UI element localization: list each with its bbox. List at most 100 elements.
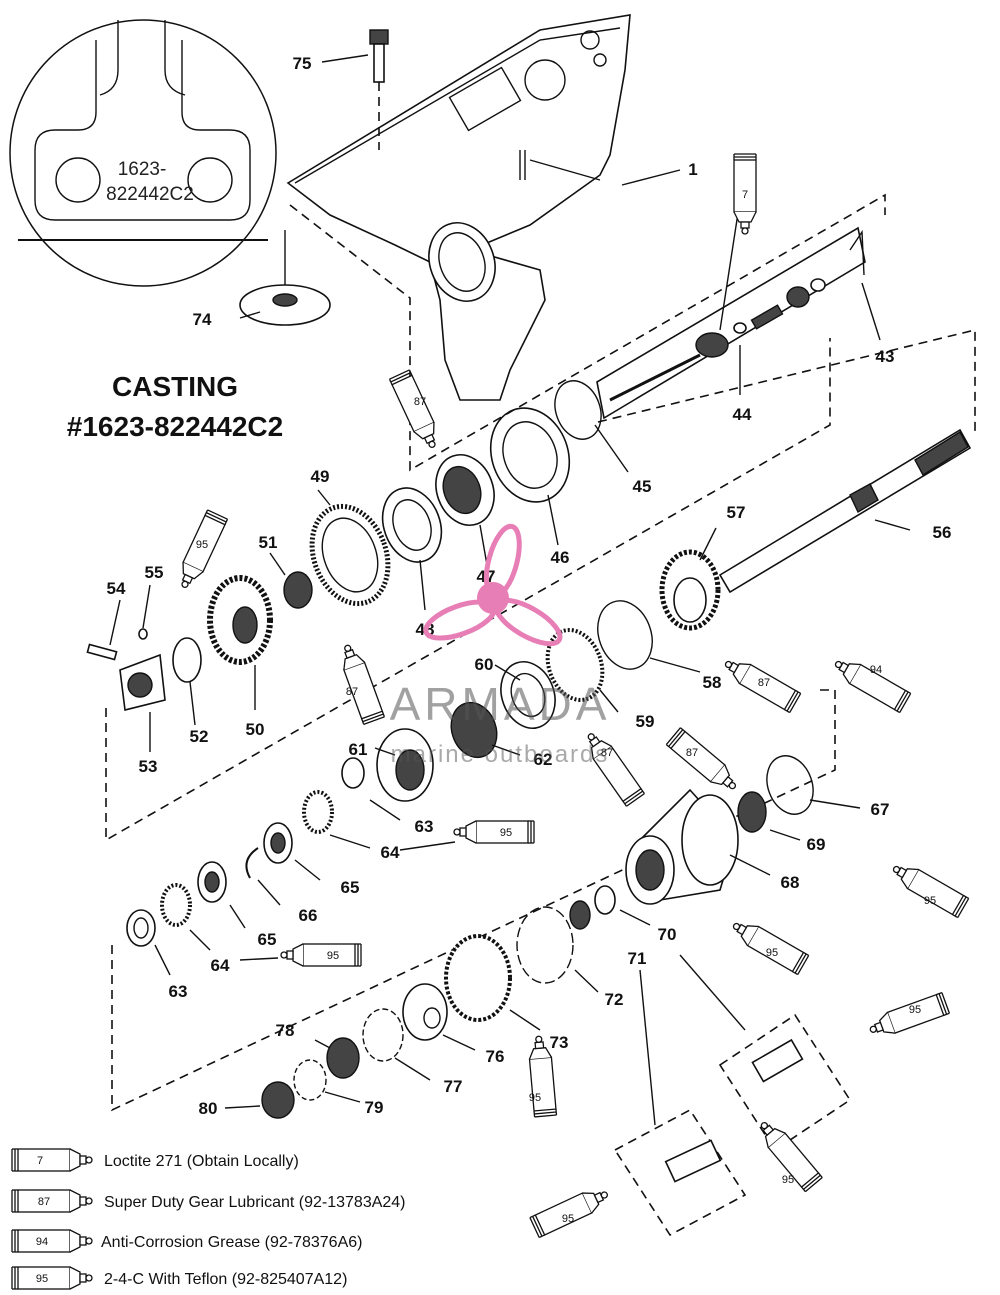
spacer-78 bbox=[326, 1037, 360, 1079]
seal-71 bbox=[569, 900, 591, 930]
legend-row: 7 Loctite 271 (Obtain Locally) bbox=[11, 1148, 299, 1172]
lube-tube-87-f: 95 bbox=[453, 820, 535, 844]
thrust-bearing-64a bbox=[302, 790, 334, 834]
svg-text:87: 87 bbox=[686, 747, 698, 759]
part-label: 53 bbox=[139, 757, 158, 776]
lubricant-legend: 7 Loctite 271 (Obtain Locally) 87 Super … bbox=[11, 1148, 406, 1290]
washer-63b bbox=[126, 909, 156, 947]
watermark-tagline: marine outboards bbox=[391, 741, 610, 768]
gear-housing bbox=[286, 14, 631, 401]
part-label: 69 bbox=[807, 835, 826, 854]
part-label: 66 bbox=[299, 906, 318, 925]
trim-tab-74 bbox=[239, 284, 331, 326]
thrust-bearing-49 bbox=[309, 503, 391, 607]
lube-tube-94: 94 bbox=[829, 652, 912, 714]
washer-63a bbox=[341, 757, 365, 789]
part-label: 51 bbox=[259, 533, 278, 552]
bolt-75 bbox=[369, 29, 389, 150]
svg-text:95: 95 bbox=[196, 539, 208, 551]
part-label: 50 bbox=[246, 720, 265, 739]
lube-tube-87-a: 87 bbox=[388, 369, 444, 453]
part-label: 65 bbox=[341, 878, 360, 897]
casting-number: #1623-822442C2 bbox=[67, 411, 283, 442]
part-label: 49 bbox=[311, 467, 330, 486]
bearing-carrier-68 bbox=[625, 788, 739, 905]
svg-text:95: 95 bbox=[562, 1213, 574, 1225]
washer-48 bbox=[381, 487, 443, 563]
o-ring-45 bbox=[554, 380, 602, 440]
part-label: 43 bbox=[876, 347, 895, 366]
lube-tube-95-d: 95 bbox=[526, 1034, 558, 1118]
svg-text:87: 87 bbox=[414, 396, 426, 408]
lube-tube-87-d: 87 bbox=[579, 727, 646, 807]
casting-number-inset: 1623- 822442C2 bbox=[9, 19, 286, 290]
part-label: 46 bbox=[551, 548, 570, 567]
bearing-73 bbox=[444, 934, 512, 1022]
legend-text: Loctite 271 (Obtain Locally) bbox=[104, 1153, 299, 1170]
bearing-51 bbox=[283, 571, 313, 609]
part-label: 52 bbox=[190, 727, 209, 746]
part-label: 75 bbox=[293, 54, 312, 73]
thrust-bearing-64b bbox=[160, 883, 192, 927]
part-label: 65 bbox=[258, 930, 277, 949]
part-label: 63 bbox=[169, 982, 188, 1001]
svg-text:87: 87 bbox=[601, 747, 613, 759]
legend-row: 95 2-4-C With Teflon (92-825407A12) bbox=[11, 1266, 347, 1290]
ring-52 bbox=[172, 637, 202, 683]
svg-text:95: 95 bbox=[782, 1174, 794, 1186]
svg-text:95: 95 bbox=[500, 827, 512, 839]
bearing-62 bbox=[450, 701, 498, 759]
part-label: 45 bbox=[633, 477, 652, 496]
svg-text:94: 94 bbox=[36, 1236, 48, 1248]
tab-washer-79 bbox=[293, 1059, 327, 1101]
part-label: 73 bbox=[550, 1033, 569, 1052]
svg-text:95: 95 bbox=[909, 1004, 921, 1016]
part-label: 72 bbox=[605, 990, 624, 1009]
part-label: 77 bbox=[444, 1077, 463, 1096]
ball-55 bbox=[138, 628, 148, 640]
part-label: 60 bbox=[475, 655, 494, 674]
watermark-brand: ARMADA bbox=[390, 678, 611, 730]
pinion-gear-50 bbox=[207, 575, 273, 665]
part-label: 58 bbox=[703, 673, 722, 692]
part-label: 55 bbox=[145, 563, 164, 582]
part-label: 62 bbox=[534, 750, 553, 769]
lube-tube-95-c: 95 bbox=[727, 914, 810, 976]
part-label: 80 bbox=[199, 1099, 218, 1118]
seal-70 bbox=[594, 885, 616, 915]
part-label: 64 bbox=[381, 843, 400, 862]
part-label: 57 bbox=[727, 503, 746, 522]
thrust-bearing-59 bbox=[545, 628, 605, 702]
lube-tube-95-a: 95 bbox=[173, 509, 229, 593]
inset-line-1: 1623- bbox=[118, 159, 167, 180]
part-label: 76 bbox=[486, 1047, 505, 1066]
svg-text:95: 95 bbox=[924, 895, 936, 907]
nut-80 bbox=[261, 1081, 295, 1119]
svg-text:7: 7 bbox=[742, 189, 748, 201]
part-label: 44 bbox=[733, 405, 752, 424]
detail-part-upper bbox=[751, 1038, 804, 1083]
lube-tube-95-g: 95 bbox=[529, 1183, 613, 1239]
svg-text:95: 95 bbox=[36, 1273, 48, 1285]
lube-tube-87-e: 87 bbox=[665, 727, 743, 797]
lube-tube-95-f: 95 bbox=[753, 1115, 823, 1193]
casting-title: CASTING bbox=[112, 371, 238, 402]
part-label: 74 bbox=[193, 310, 212, 329]
lube-tube-95-b: 95 bbox=[887, 857, 970, 919]
legend-row: 94 Anti-Corrosion Grease (92-78376A6) bbox=[11, 1229, 362, 1253]
svg-text:95: 95 bbox=[327, 950, 339, 962]
part-label: 70 bbox=[658, 925, 677, 944]
o-ring-58 bbox=[597, 600, 653, 670]
armada-watermark: ARMADA marine outboards bbox=[390, 523, 611, 768]
part-label: 68 bbox=[781, 873, 800, 892]
part-labels: 1 43 44 45 46 47 48 49 50 51 52 53 54 55… bbox=[107, 54, 952, 1118]
leader-lines bbox=[109, 54, 911, 1126]
svg-text:87: 87 bbox=[38, 1196, 50, 1208]
svg-text:7: 7 bbox=[37, 1155, 43, 1167]
part-label: 79 bbox=[365, 1098, 384, 1117]
shift-shaft-44 bbox=[596, 226, 866, 420]
legend-text: 2-4-C With Teflon (92-825407A12) bbox=[104, 1271, 347, 1288]
svg-text:94: 94 bbox=[870, 664, 882, 676]
part-label: 63 bbox=[415, 817, 434, 836]
